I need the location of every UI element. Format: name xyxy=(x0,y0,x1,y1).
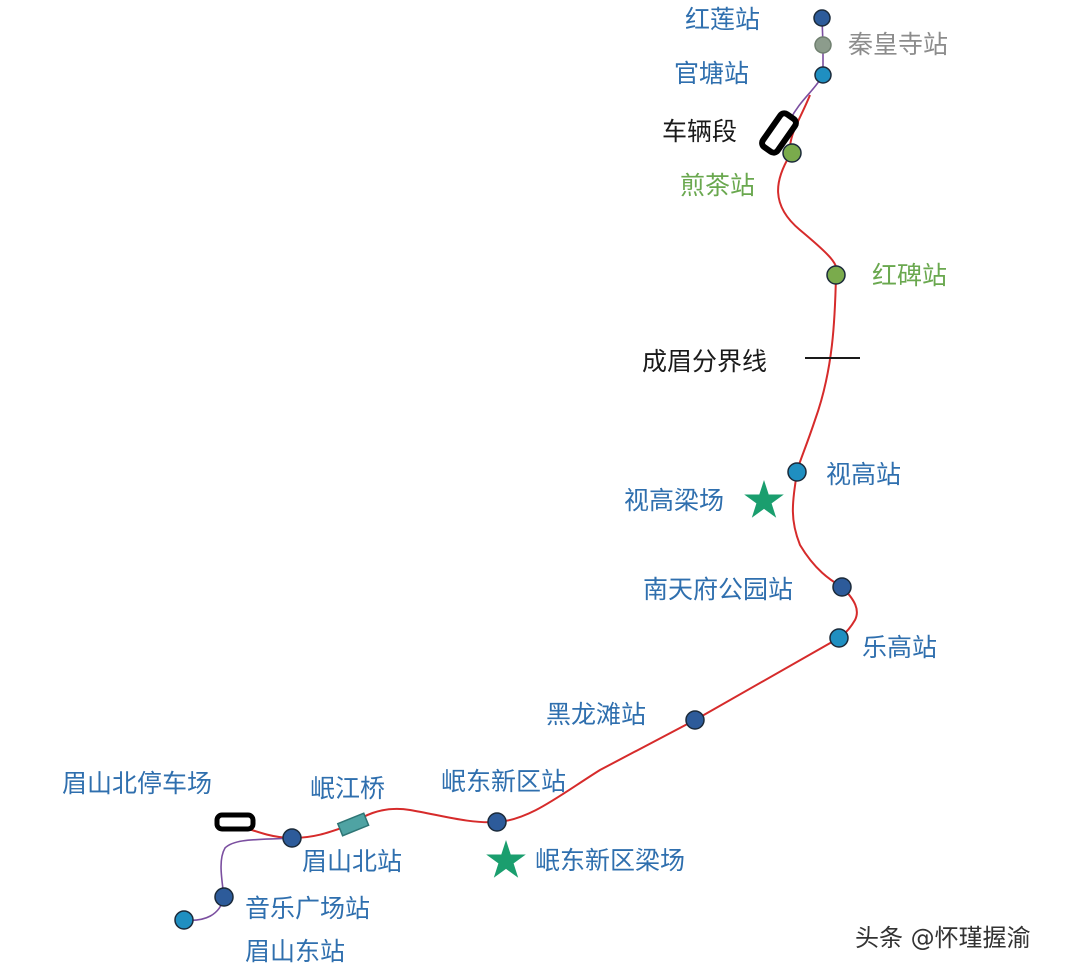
boundary-label: 成眉分界线 xyxy=(642,347,767,376)
station-dot-mindong[interactable] xyxy=(487,812,507,832)
station-dot-guantang[interactable] xyxy=(814,66,832,84)
station-dot-hongbei[interactable] xyxy=(826,265,846,285)
beam-yard-star-icon xyxy=(744,480,784,518)
depot-south-label: 眉山北停车场 xyxy=(62,769,212,798)
station-dot-yinyue[interactable] xyxy=(214,887,234,907)
station-dot-legao[interactable] xyxy=(829,628,849,648)
beam-yard-star-icon xyxy=(486,840,526,878)
station-label-meishandong: 眉山东站 xyxy=(245,937,345,966)
station-label-hongbei: 红碑站 xyxy=(872,261,947,290)
branch-line-south xyxy=(183,837,293,922)
station-label-jiancha: 煎茶站 xyxy=(680,171,755,200)
station-dot-jiancha[interactable] xyxy=(782,143,802,163)
station-label-yinyue: 音乐广场站 xyxy=(245,894,370,923)
depot-south-icon xyxy=(214,812,256,832)
station-dot-meishanbei[interactable] xyxy=(282,828,302,848)
station-label-qinhuangsi: 秦皇寺站 xyxy=(848,30,948,59)
station-dot-qinhuangsi[interactable] xyxy=(814,36,832,54)
station-label-heilongtan: 黑龙滩站 xyxy=(546,700,646,729)
station-label-nantianfu: 南天府公园站 xyxy=(643,575,793,604)
beam-yard-label-mindong: 岷东新区梁场 xyxy=(535,846,685,875)
depot-north-label: 车辆段 xyxy=(662,117,737,146)
watermark: 头条 @怀瑾握渝 xyxy=(855,924,1031,952)
station-label-shigao: 视高站 xyxy=(826,460,901,489)
station-label-honglian: 红莲站 xyxy=(685,5,760,34)
station-dot-honglian[interactable] xyxy=(813,9,831,27)
depot-north-icon xyxy=(759,110,799,156)
station-dot-shigao[interactable] xyxy=(787,462,807,482)
station-label-mindong: 岷东新区站 xyxy=(441,767,566,796)
station-label-guantang: 官塘站 xyxy=(674,59,749,88)
bridge-icon xyxy=(336,812,370,837)
station-label-legao: 乐高站 xyxy=(862,633,937,662)
beam-yard-label-shigao: 视高梁场 xyxy=(624,486,724,515)
station-dot-meishandong[interactable] xyxy=(174,910,194,930)
station-dot-heilongtan[interactable] xyxy=(685,710,705,730)
station-label-meishanbei: 眉山北站 xyxy=(302,847,402,876)
bridge-label: 岷江桥 xyxy=(310,774,385,803)
station-dot-nantianfu[interactable] xyxy=(832,577,852,597)
